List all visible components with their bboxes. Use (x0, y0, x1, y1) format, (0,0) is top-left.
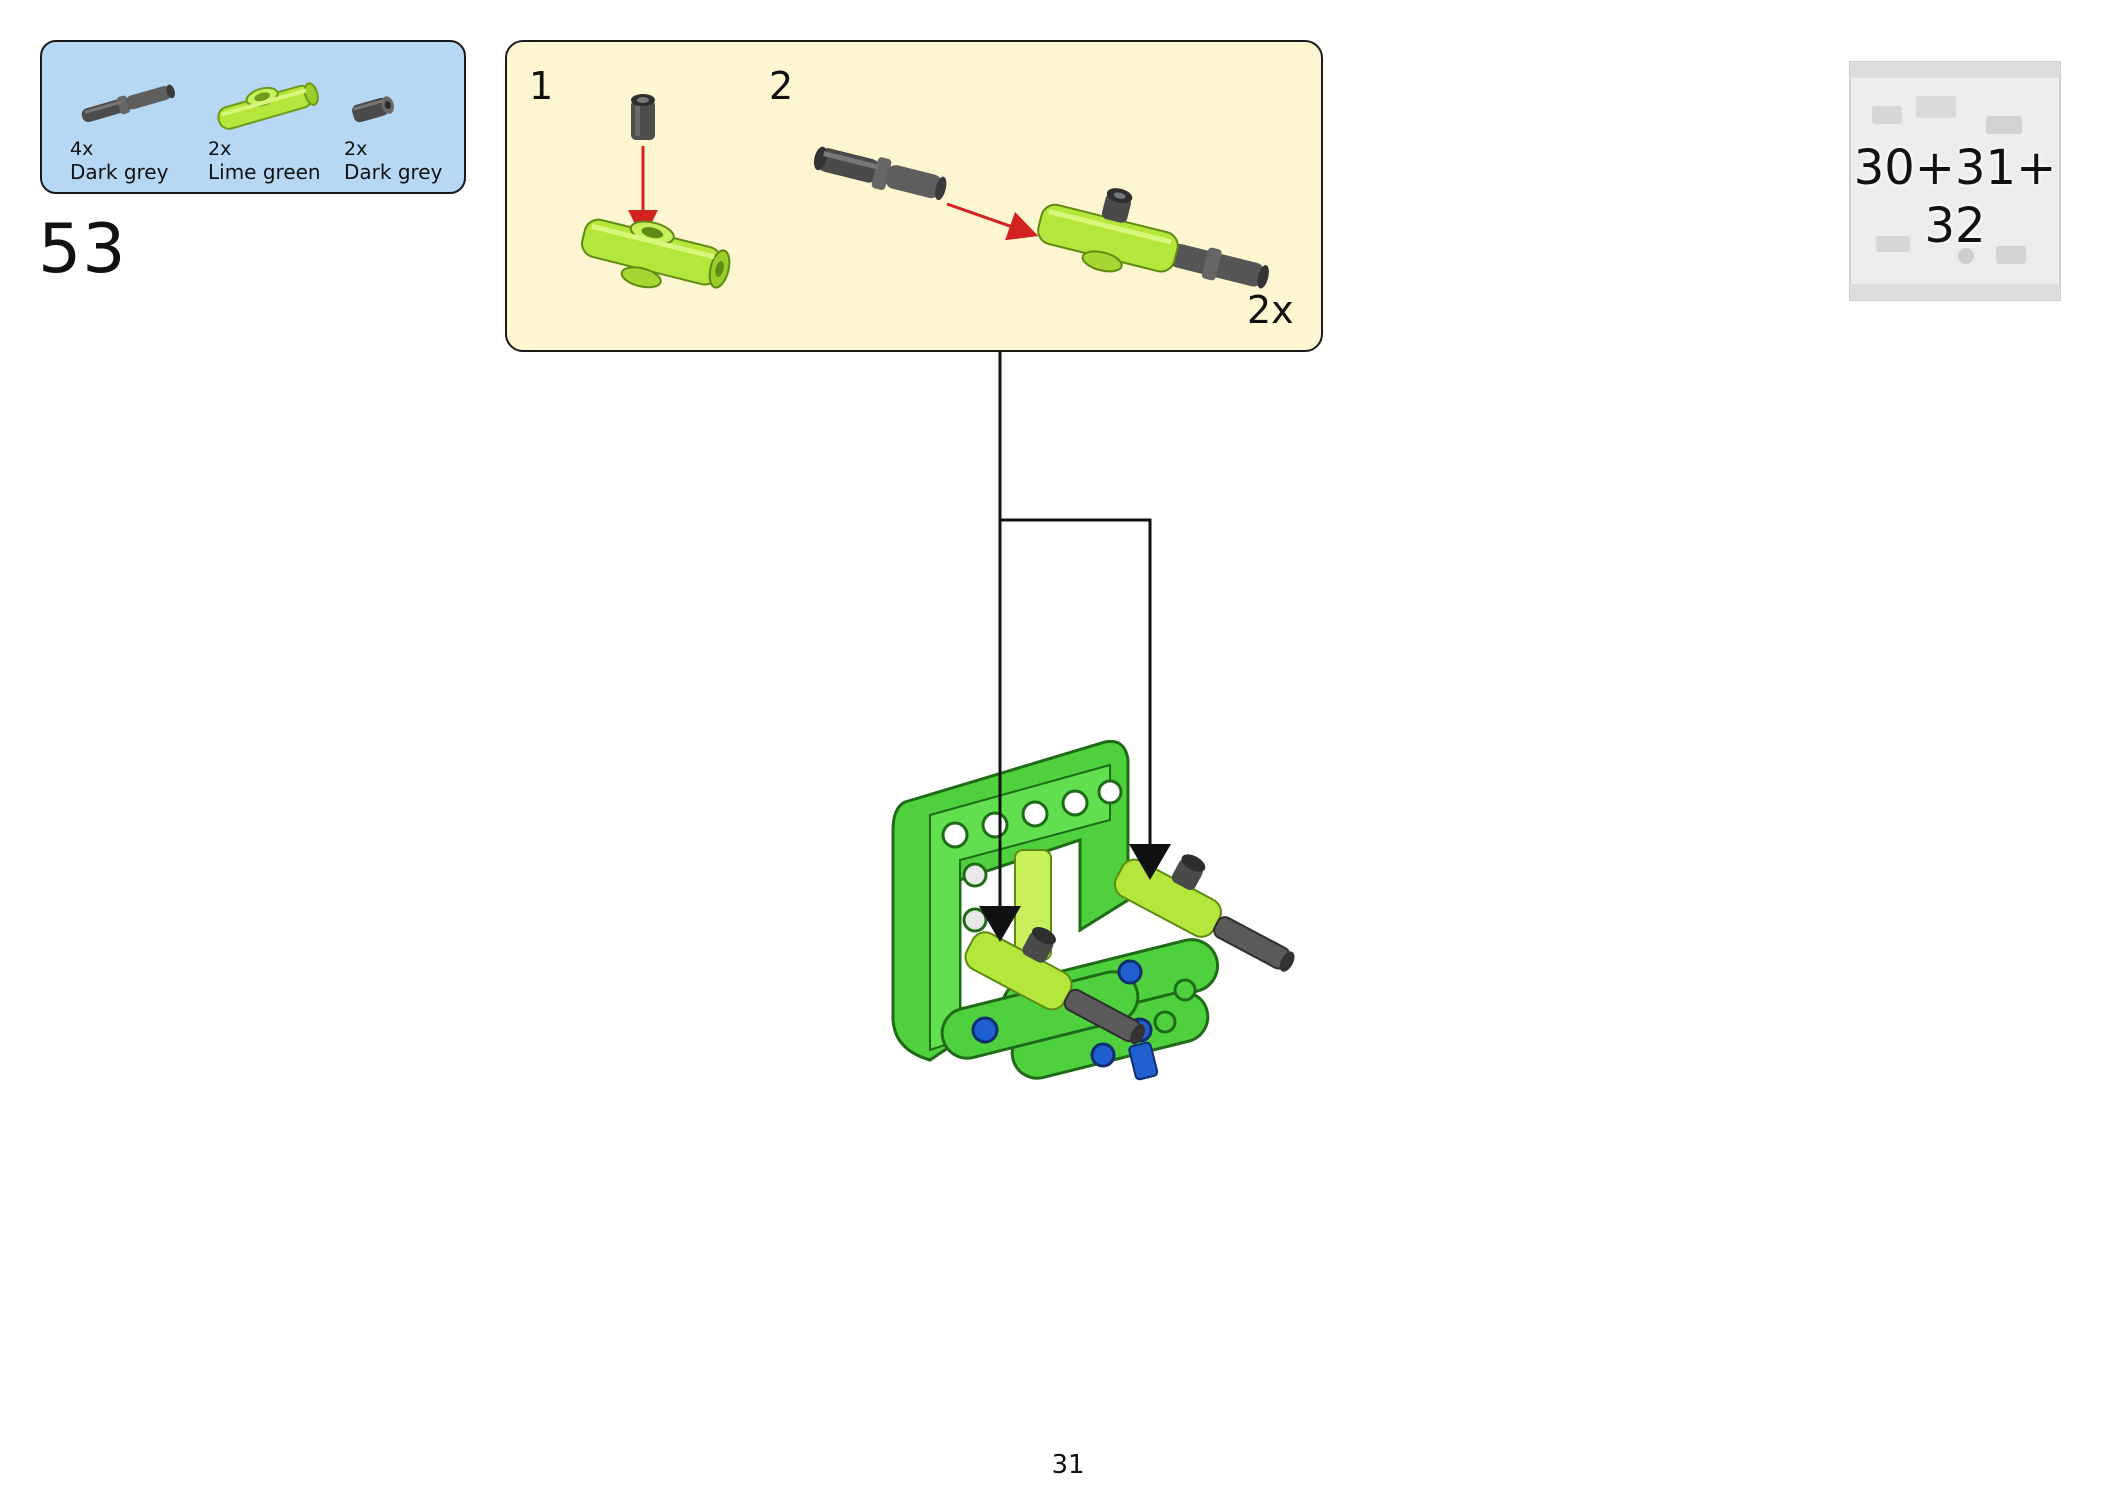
sub-assembly-illustration (581, 94, 1269, 289)
parts-list-box: 4x Dark grey 2x Lime green 2x Dark grey (40, 40, 466, 194)
connector-part (581, 218, 731, 289)
assembly-arrow (946, 202, 1039, 241)
part-quantity: 4x (70, 138, 94, 160)
connector-assembly (964, 927, 1146, 1045)
bag-indicator: 30+31+ 32 (1846, 56, 2064, 306)
sub-step-number: 2 (769, 64, 794, 108)
lower-beams (940, 938, 1220, 1081)
sub-assembly-multiplier: 2x (1247, 288, 1294, 332)
part-quantity: 2x (208, 138, 232, 160)
axle-connector-icon (217, 82, 319, 130)
axle-pin-part (813, 146, 947, 201)
page-number: 31 (1051, 1450, 1085, 1480)
callout-lines (979, 352, 1171, 942)
connector-with-pin-part (1037, 188, 1269, 289)
part-quantity: 2x (344, 138, 368, 160)
part-item: 2x Dark grey (344, 42, 454, 196)
axle-pin-icon (81, 84, 175, 123)
sub-step-number: 1 (529, 64, 554, 108)
step-number: 53 (38, 210, 127, 289)
bag-icon (1849, 61, 2061, 301)
bush-icon (352, 96, 395, 123)
sub-assembly-box: 1 2 (505, 40, 1323, 352)
bush-part (631, 94, 655, 140)
part-item: 4x Dark grey (70, 42, 190, 196)
part-color: Lime green (208, 160, 321, 184)
bag-number-line2: 32 (1924, 198, 1986, 254)
bag-number-line1: 30+31+ (1853, 140, 2057, 196)
part-color: Dark grey (70, 160, 169, 184)
part-item: 2x Lime green (208, 42, 338, 196)
part-color: Dark grey (344, 160, 443, 184)
